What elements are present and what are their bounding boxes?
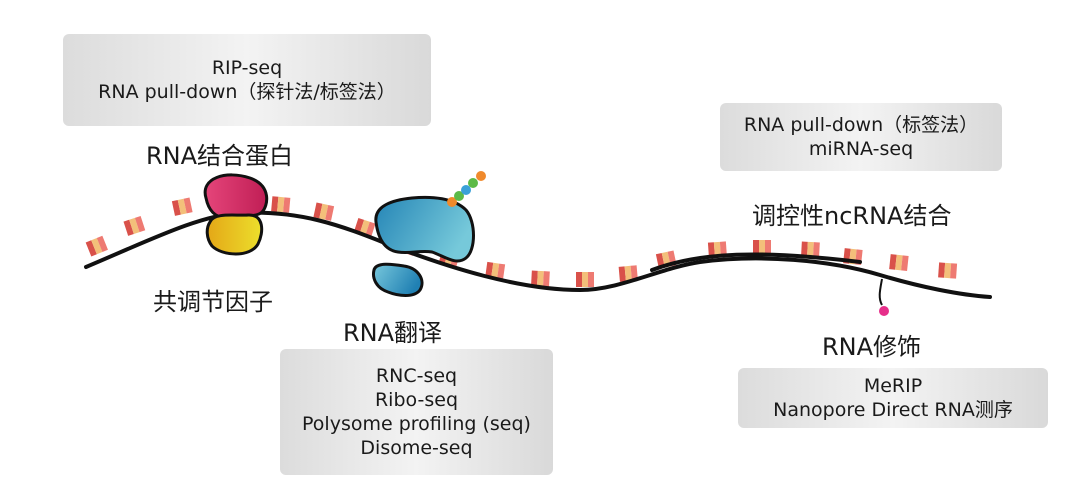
ribosome-small-subunit-icon [372, 262, 424, 297]
codon-marker [531, 270, 550, 287]
translation-method: RNC-seq [375, 365, 458, 387]
translation-method: Ribo-seq [374, 389, 459, 411]
codon-marker [171, 197, 193, 216]
modification-dot-icon [879, 306, 889, 316]
modification-stem [878, 278, 883, 306]
translation-method: Disome-seq [360, 437, 473, 459]
ncrna-strand [650, 252, 862, 272]
ncrna-method: miRNA-seq [808, 138, 914, 160]
rbp-methods-box: RIP-seq RNA pull-down（探针法/标签法） [63, 34, 431, 126]
codon-marker [271, 196, 291, 213]
rbp-method: RIP-seq [211, 57, 283, 79]
codon-marker [707, 241, 727, 258]
codon-marker [85, 235, 108, 257]
rbp-label: RNA结合蛋白 [146, 142, 294, 170]
coregulator-label: 共调节因子 [153, 288, 273, 316]
ribosome-large-subunit-icon [374, 195, 475, 263]
rbp-protein-icon [203, 173, 269, 219]
codon-marker [313, 202, 335, 221]
modification-method: Nanopore Direct RNA测序 [773, 399, 1013, 421]
codon-marker [938, 262, 958, 279]
codon-marker [618, 265, 638, 282]
translation-methods-box: RNC-seq Ribo-seq Polysome profiling (seq… [280, 349, 553, 475]
rbp-method: RNA pull-down（探针法/标签法） [98, 81, 396, 103]
translation-label: RNA翻译 [343, 319, 443, 347]
translation-method: Polysome profiling (seq) [302, 413, 531, 435]
modification-method: MeRIP [863, 375, 923, 397]
codon-marker [123, 216, 146, 236]
codon-marker [801, 241, 820, 258]
codon-marker [485, 261, 506, 280]
codon-marker [889, 254, 909, 271]
codon-marker [753, 240, 771, 255]
modification-methods-box: MeRIP Nanopore Direct RNA测序 [738, 368, 1048, 428]
codon-marker [576, 272, 594, 287]
peptide-chain-icon [447, 171, 486, 207]
ncrna-label: 调控性ncRNA结合 [752, 202, 952, 230]
ncrna-method: RNA pull-down（标签法） [743, 114, 979, 136]
modification-label: RNA修饰 [822, 333, 922, 361]
coregulator-protein-icon [205, 213, 264, 256]
ncrna-methods-box: RNA pull-down（标签法） miRNA-seq [720, 103, 1002, 171]
